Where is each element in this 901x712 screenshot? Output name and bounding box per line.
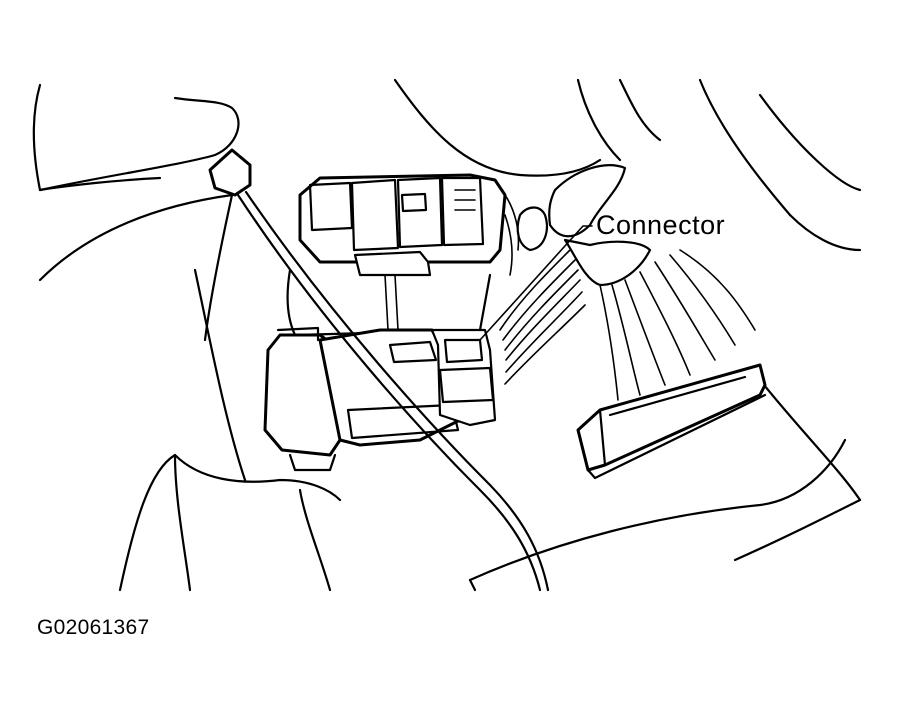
connector-label: Connector [596,210,725,240]
wire-harness [499,164,756,401]
lower-connector-body [263,326,497,472]
dipstick-rod [208,148,550,592]
figure-id: G02061367 [37,616,150,639]
connector-callout: Connector [479,210,725,341]
large-harness-connector [576,363,767,480]
vehicle-body-outlines [32,78,862,592]
upper-connector-body [286,173,507,337]
callout-leader-line [479,225,593,341]
